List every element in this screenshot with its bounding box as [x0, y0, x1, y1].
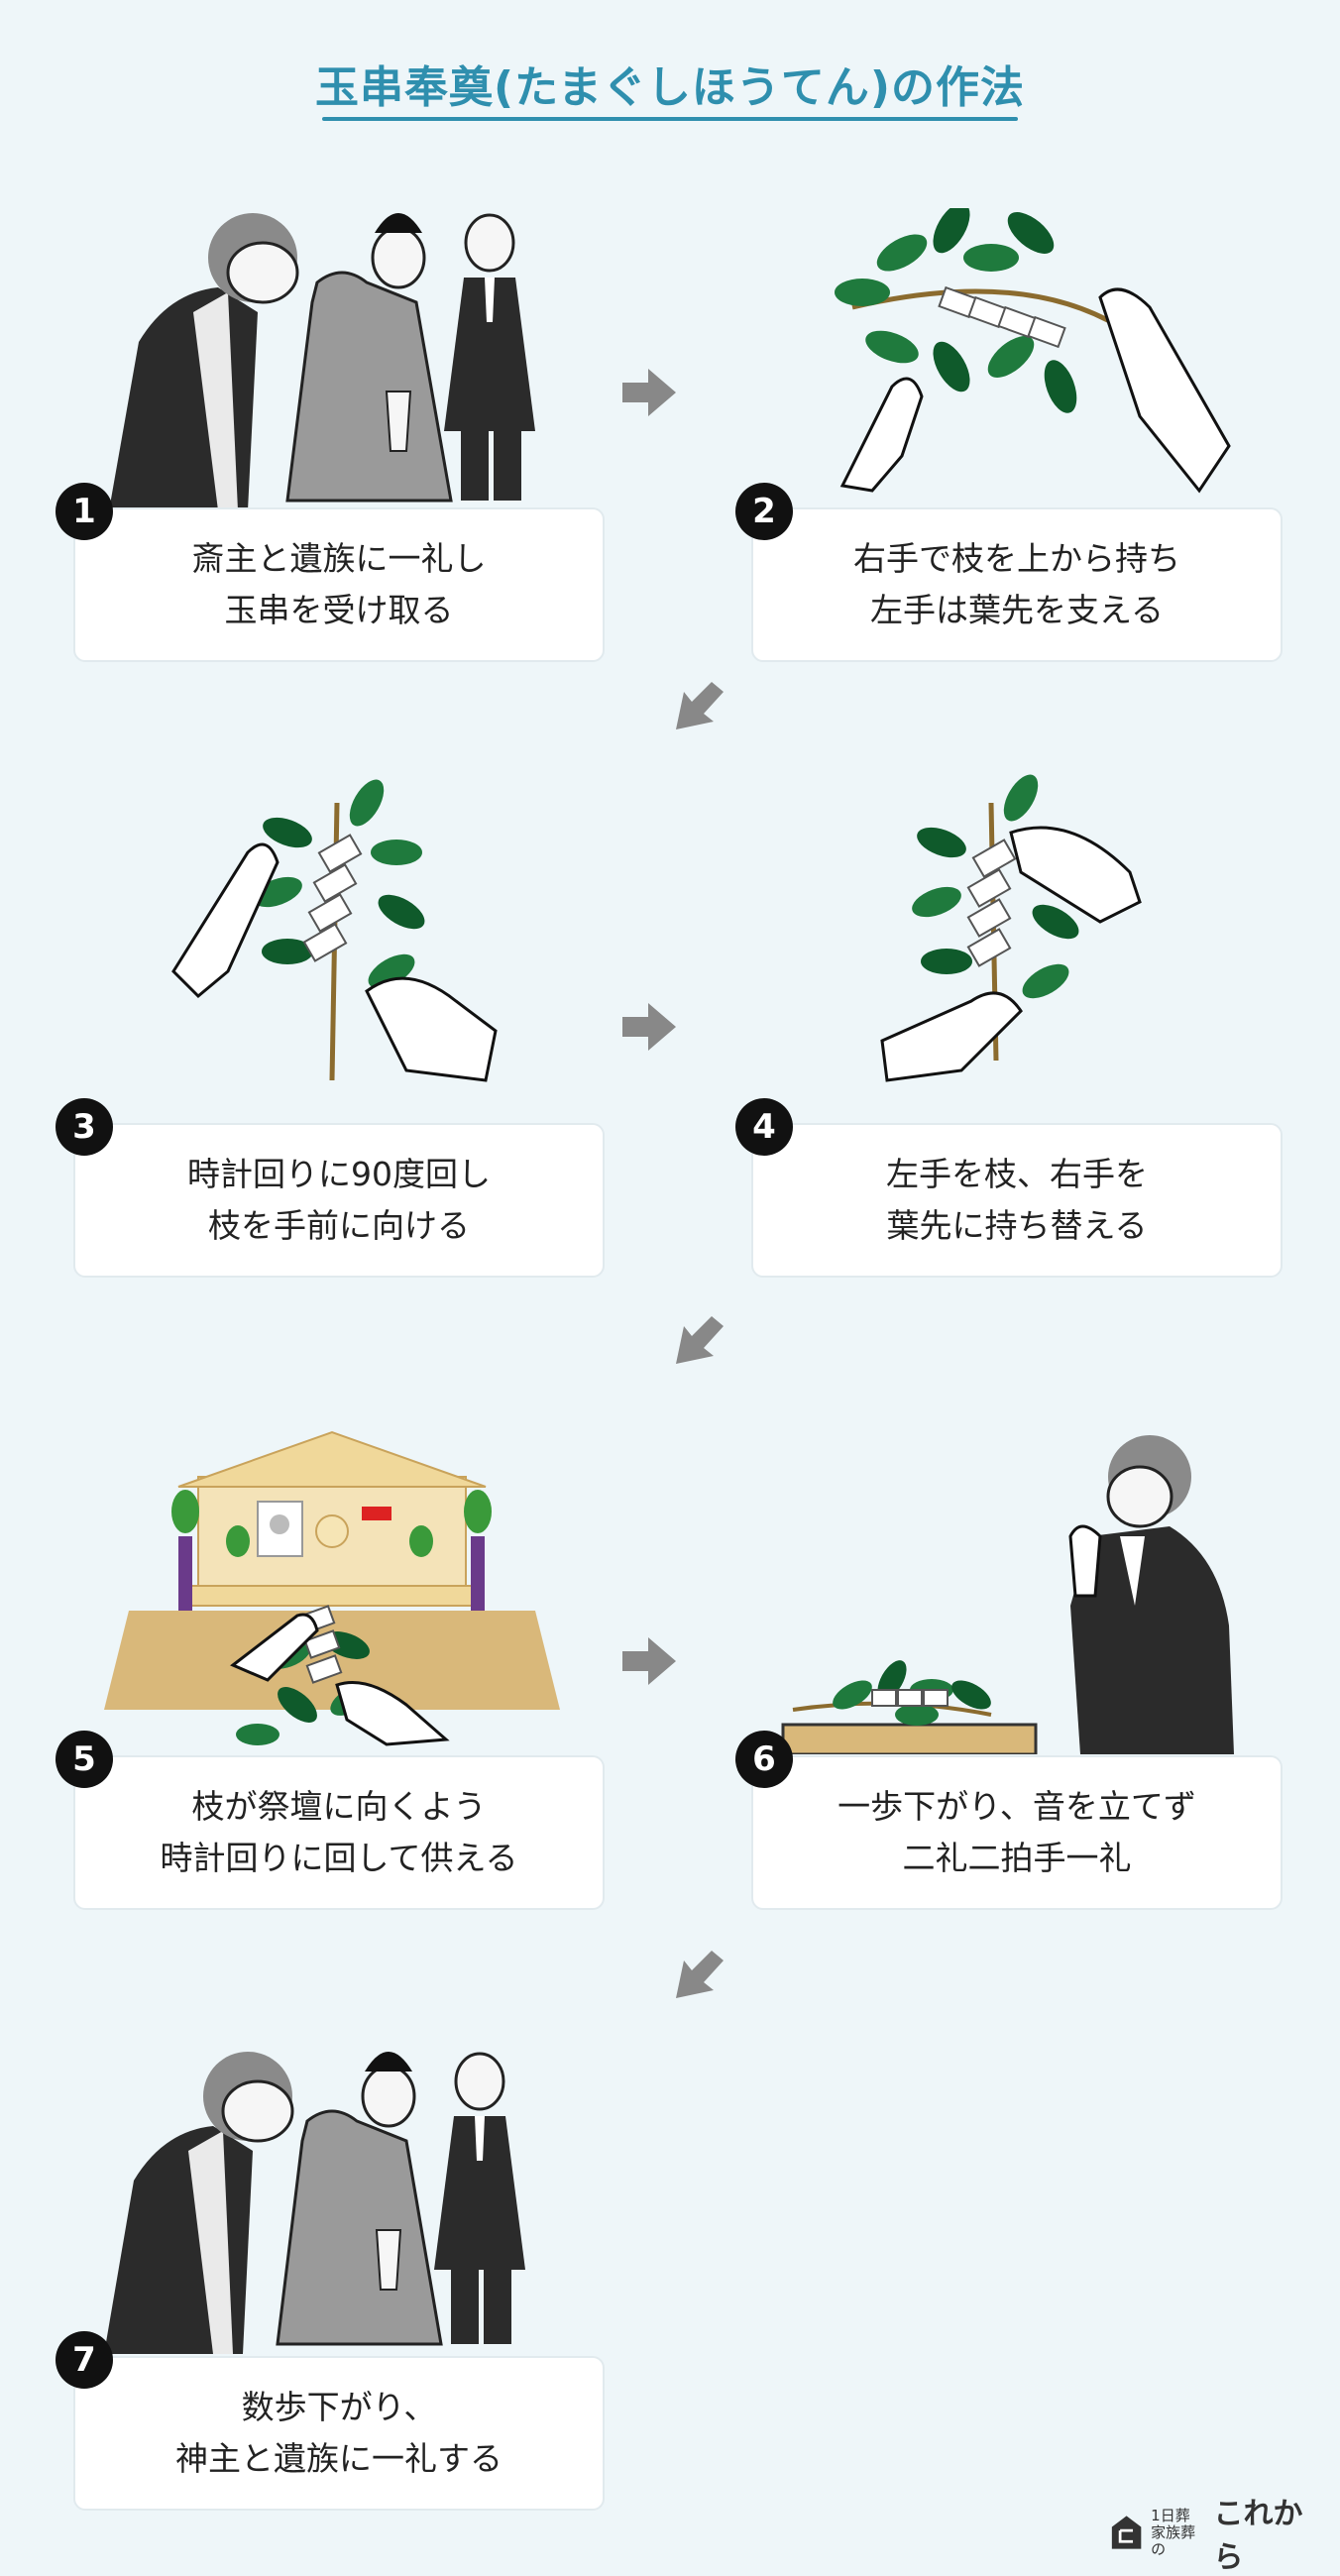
- step-card-1: 斎主と遺族に一礼し 玉串を受け取る: [73, 507, 605, 662]
- footer-logo: 1日葬 家族葬の これから: [1110, 2497, 1323, 2575]
- step-card-4: 左手を枝、右手を 葉先に持ち替える: [751, 1123, 1283, 1278]
- family-man-icon: [434, 2052, 525, 2344]
- step1-illustration: [109, 213, 535, 510]
- tamagushi-branch-icon: [253, 779, 425, 1081]
- step7-line1: 数歩下がり、: [241, 2388, 437, 2426]
- step-number-7: 7: [56, 2331, 113, 2389]
- step5-illustration: [104, 1430, 560, 1746]
- tamagushi-branch-icon: [792, 1660, 992, 1726]
- footer-brand: これから: [1213, 2497, 1303, 2575]
- step-card-2: 右手で枝を上から持ち 左手は葉先を支える: [751, 507, 1283, 662]
- priest-icon: [285, 213, 453, 503]
- step4-line2: 葉先に持ち替える: [886, 1206, 1148, 1245]
- hands-icon: [171, 842, 498, 1082]
- family-man-icon: [444, 213, 535, 501]
- tamagushi-branch-icon: [835, 208, 1122, 413]
- hands-icon: [880, 826, 1142, 1082]
- arrow-down-left-icon: [676, 1951, 724, 1998]
- altar-icon: [781, 1723, 1038, 1754]
- arrow-right-icon: [622, 1003, 676, 1051]
- step-card-5: 枝が祭壇に向くよう 時計回りに回して供える: [73, 1755, 605, 1910]
- bowing-man-icon: [109, 213, 299, 510]
- step7-line2: 神主と遺族に一礼する: [175, 2439, 502, 2478]
- priest-icon: [276, 2052, 443, 2346]
- step1-line1: 斎主と遺族に一礼し: [191, 539, 487, 578]
- step3-line1: 時計回りに90度回し: [187, 1155, 491, 1193]
- house-logo-icon: [1111, 2516, 1142, 2549]
- step-card-7: 数歩下がり、 神主と遺族に一礼する: [73, 2356, 605, 2511]
- step4-illustration: [880, 774, 1142, 1082]
- step-number-1: 1: [56, 483, 113, 540]
- step5-line2: 時計回りに回して供える: [160, 1839, 518, 1877]
- step2-line2: 左手は葉先を支える: [869, 591, 1164, 629]
- step2-line1: 右手で枝を上から持ち: [853, 539, 1180, 578]
- step-number-5: 5: [56, 1731, 113, 1788]
- arrow-right-icon: [622, 1637, 676, 1685]
- step5-line1: 枝が祭壇に向くよう: [191, 1787, 487, 1826]
- arrow-right-icon: [622, 369, 676, 416]
- step2-illustration: [835, 208, 1231, 494]
- step3-line2: 枝を手前に向ける: [208, 1206, 470, 1245]
- step-number-6: 6: [735, 1731, 793, 1788]
- step6-line1: 一歩下がり、音を立てず: [838, 1787, 1196, 1826]
- step-number-3: 3: [56, 1098, 113, 1156]
- step3-illustration: [171, 779, 498, 1082]
- hands-icon: [839, 287, 1231, 494]
- praying-man-icon: [1068, 1435, 1234, 1754]
- step4-line1: 左手を枝、右手を: [886, 1155, 1148, 1193]
- title-underline: [322, 117, 1018, 121]
- arrow-down-left-icon: [676, 682, 724, 729]
- step6-line2: 二礼二拍手一礼: [902, 1839, 1132, 1877]
- footer-line1: 1日葬: [1151, 2506, 1190, 2524]
- hands-icon: [230, 1613, 450, 1746]
- step-card-3: 時計回りに90度回し 枝を手前に向ける: [73, 1123, 605, 1278]
- step6-illustration: [781, 1435, 1234, 1754]
- arrow-down-left-icon: [676, 1316, 724, 1364]
- step-number-4: 4: [735, 1098, 793, 1156]
- page-title: 玉串奉奠(たまぐしほうてん)の作法: [315, 62, 1025, 113]
- footer-line2: 家族葬の: [1151, 2522, 1196, 2558]
- step1-line2: 玉串を受け取る: [224, 591, 454, 629]
- step7-illustration: [104, 2052, 525, 2354]
- step-number-2: 2: [735, 483, 793, 540]
- bowing-man-icon: [104, 2052, 294, 2354]
- step-card-6: 一歩下がり、音を立てず 二礼二拍手一礼: [751, 1755, 1283, 1910]
